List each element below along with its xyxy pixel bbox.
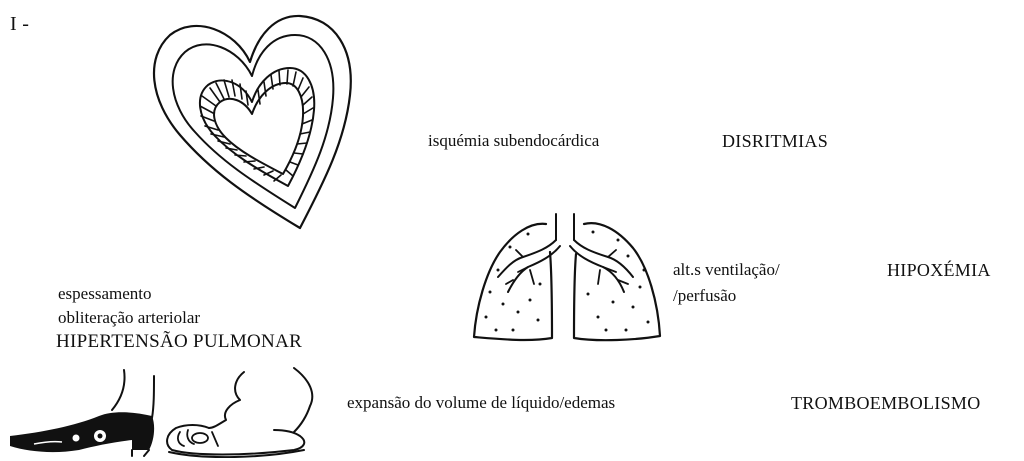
heart-cause: isquémia subendocárdica bbox=[428, 131, 599, 151]
section-label: I - bbox=[10, 14, 29, 34]
lungs-cause-line2: /perfusão bbox=[673, 286, 736, 306]
feet-illustration bbox=[4, 366, 324, 458]
feet-effect: TROMBOEMBOLISMO bbox=[791, 393, 981, 413]
heart-effect: DISRITMIAS bbox=[722, 131, 828, 151]
heart-illustration bbox=[140, 10, 365, 235]
pulmonary-effect: HIPERTENSÃO PULMONAR bbox=[56, 332, 302, 352]
lungs-illustration bbox=[468, 212, 668, 347]
pulmonary-line2: obliteração arteriolar bbox=[58, 308, 200, 328]
lungs-cause-line1: alt.s ventilação/ bbox=[673, 260, 780, 280]
feet-cause: expansão do volume de líquido/edemas bbox=[347, 393, 615, 413]
pulmonary-line1: espessamento bbox=[58, 284, 151, 304]
lungs-effect: HIPOXÉMIA bbox=[887, 260, 991, 280]
